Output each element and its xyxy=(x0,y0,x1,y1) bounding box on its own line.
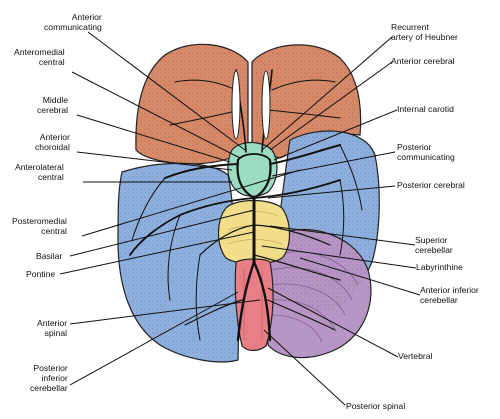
olfactory-tract-right xyxy=(261,70,271,140)
leader-lines xyxy=(59,31,421,406)
label-labyrinthine: Labyrinthine xyxy=(416,262,463,272)
label-superior-cerebellar: Superior cerebellar xyxy=(415,235,453,255)
label-posterior-spinal: Posterior spinal xyxy=(346,401,406,411)
label-anterior-communicating: Anterior communicating xyxy=(44,12,102,32)
label-recurrent-artery-heubner: Recurrent artery of Heubner xyxy=(391,22,458,42)
arterial-tree xyxy=(129,69,363,342)
label-anterolateral-central: Anterolateral central xyxy=(15,162,64,182)
medulla xyxy=(234,258,274,352)
label-vertebral: Vertebral xyxy=(398,351,433,361)
label-posteromedial-central: Posteromedial central xyxy=(12,216,67,236)
label-anterior-spinal: Anterior spinal xyxy=(37,318,68,338)
label-posterior-inferior-cerebellar: Posterior inferior cerebellar xyxy=(30,363,68,393)
olfactory-tract-left xyxy=(231,70,241,140)
label-anterior-inferior-cerebellar: Anterior inferior cerebellar xyxy=(420,285,479,305)
label-anteromedial-central: Anteromedial central xyxy=(14,47,65,67)
label-internal-carotid: Internal carotid xyxy=(397,104,454,114)
label-anterior-cerebral: Anterior cerebral xyxy=(391,56,455,66)
label-pontine: Pontine xyxy=(26,269,56,279)
label-basilar: Basilar xyxy=(36,251,63,261)
label-posterior-cerebral: Posterior cerebral xyxy=(397,180,465,190)
label-posterior-communicating: Posterior communicating xyxy=(397,142,455,162)
label-middle-cerebral: Middle cerebral xyxy=(37,95,69,115)
label-anterior-choroidal: Anterior choroidal xyxy=(35,132,70,152)
